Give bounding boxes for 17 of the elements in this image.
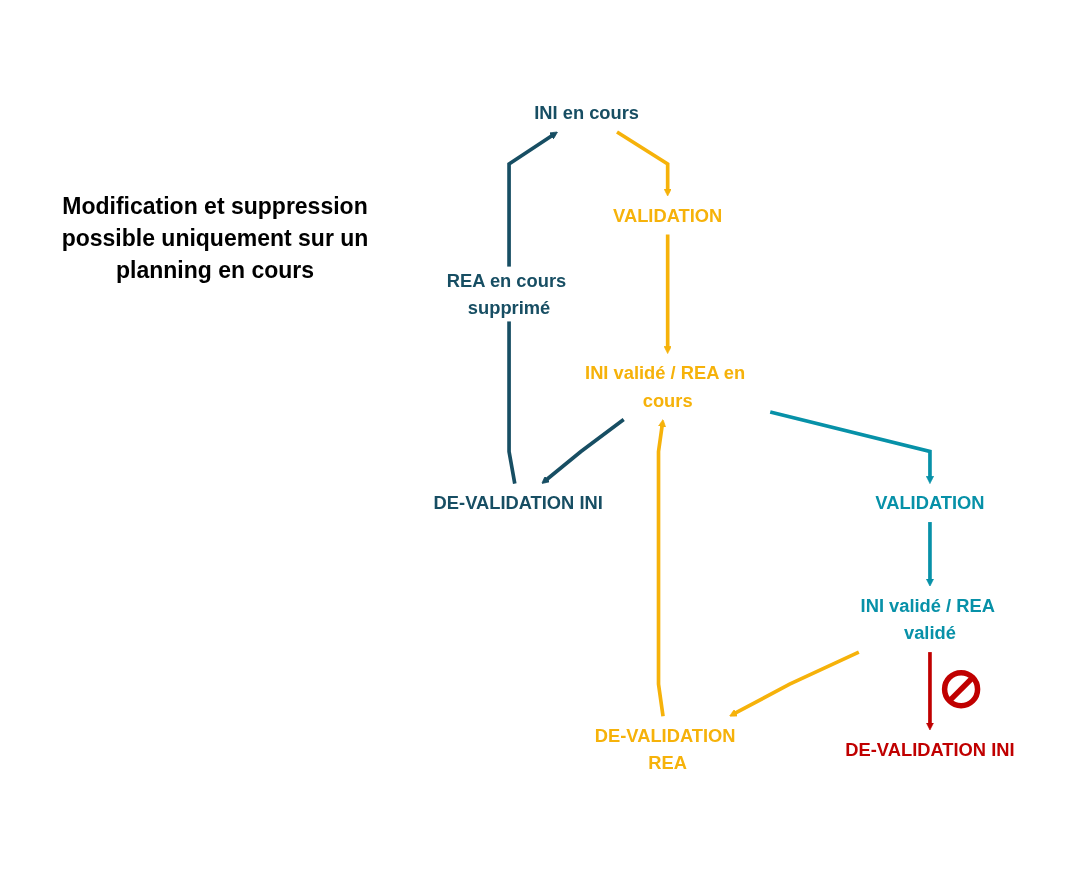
state-text: DE-VALIDATION INI	[433, 491, 603, 516]
state-text: VALIDATION	[875, 491, 985, 516]
state-text: DE-VALIDATION INI	[845, 738, 1015, 762]
arrow	[925, 522, 934, 587]
state-text: INI en cours	[534, 101, 640, 125]
arrow	[729, 650, 860, 717]
note-text: Modification et suppression possible uniquement sur un planning en cours	[60, 192, 370, 286]
arrow	[769, 410, 934, 485]
arrow	[663, 234, 672, 355]
state-text: INI validé / REA en cours	[584, 361, 747, 413]
arrow	[541, 418, 625, 485]
arrow	[656, 419, 666, 717]
state-text: DE-VALIDATION REA	[593, 724, 737, 776]
arrow	[616, 130, 672, 197]
arrow	[925, 652, 934, 731]
state-text: INI validé / REA validé	[859, 594, 996, 646]
state-text: VALIDATION	[613, 204, 723, 228]
